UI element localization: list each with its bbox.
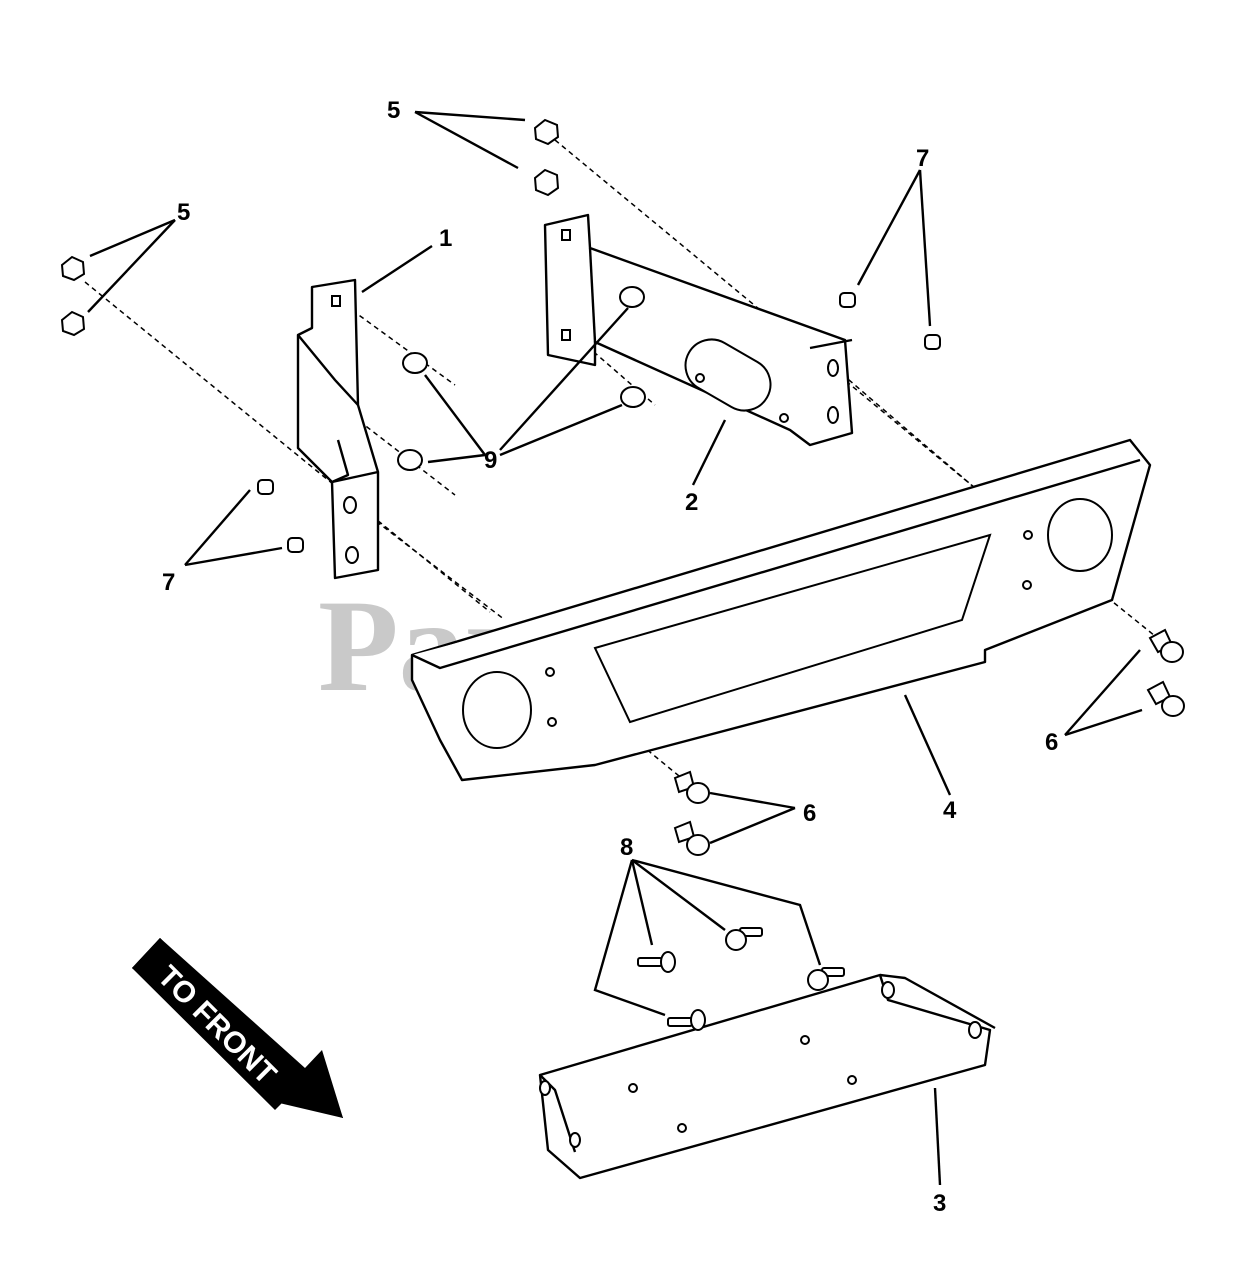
callout-part-1: 1 [439,225,452,252]
callout-part-7-right: 7 [916,145,929,172]
carriage-bolt-icon [637,927,845,1031]
flange-nut-icon [397,286,646,471]
plate-part-3 [538,973,996,1180]
callout-part-2: 2 [685,489,698,516]
callout-part-7-left: 7 [162,569,175,596]
callouts: 5 5 1 7 9 2 7 6 4 6 8 3 [162,97,1058,1217]
hex-nut-icon [60,118,560,337]
callout-part-5-top: 5 [387,97,400,124]
callout-part-3: 3 [933,1190,946,1217]
callout-part-4: 4 [943,797,957,824]
crossmember-part-4 [410,438,1152,782]
callout-part-6-bottom: 6 [803,800,816,827]
bracket-part-1 [296,278,380,580]
flange-bolt-icon [673,628,1185,856]
small-nut-icon [257,292,941,553]
callout-part-9: 9 [484,447,497,474]
leader-lines [87,110,1143,1186]
bracket-part-2 [543,213,854,447]
callout-part-6-right: 6 [1045,729,1058,756]
front-arrow-icon: TO FRONT [132,938,343,1118]
front-arrow-label: TO FRONT [151,960,282,1091]
callout-part-8: 8 [620,834,633,861]
callout-part-5-left: 5 [177,199,190,226]
